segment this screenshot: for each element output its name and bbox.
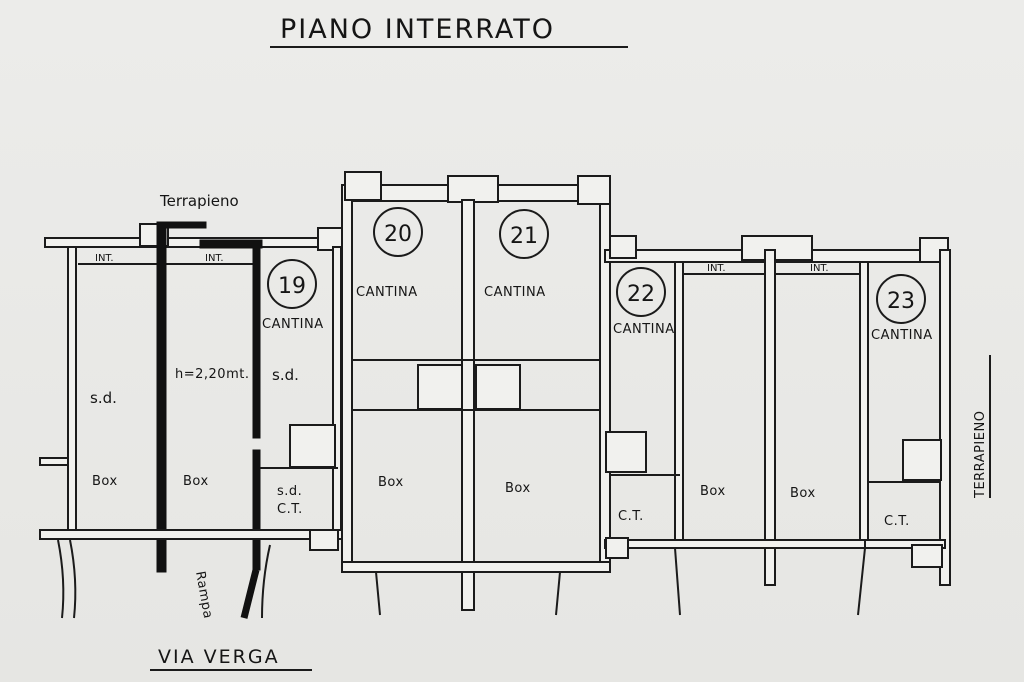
unit-22-ct: C.T. xyxy=(618,509,644,524)
int-label: INT. xyxy=(95,253,114,264)
right-box-1: Box xyxy=(700,484,726,499)
int-label: INT. xyxy=(205,253,224,264)
left-box-label: Box xyxy=(92,474,118,489)
unit-20-circle xyxy=(373,207,423,257)
walls xyxy=(39,171,951,619)
unit-23-cellar: CANTINA xyxy=(871,328,933,343)
unit-20-box: Box xyxy=(378,475,404,490)
unit-23-circle xyxy=(876,274,926,324)
unit-21-number: 21 xyxy=(510,224,538,249)
unit-21-box: Box xyxy=(505,481,531,496)
unit-19-sd2: s.d. xyxy=(277,484,302,499)
unit-19-cellar: CANTINA xyxy=(262,317,324,332)
ramp-box-label: Box xyxy=(183,474,209,489)
unit-19-ct: C.T. xyxy=(277,502,303,517)
unit-22-circle xyxy=(616,267,666,317)
unit-21-circle xyxy=(499,209,549,259)
unit-19-sd: s.d. xyxy=(272,366,299,384)
terrapieno-right-label: TERRAPIENO xyxy=(973,411,988,499)
street-label: VIA VERGA xyxy=(158,646,280,668)
unit-22-number: 22 xyxy=(627,282,655,307)
plan-title: PIANO INTERRATO xyxy=(280,14,555,45)
ramp-label: Rampa xyxy=(192,570,215,620)
height-note: h=2,20mt. xyxy=(175,367,249,382)
unit-20-cellar: CANTINA xyxy=(356,285,418,300)
terrapieno-top-label: Terrapieno xyxy=(159,192,239,210)
right-box-2: Box xyxy=(790,486,816,501)
int-label: INT. xyxy=(810,263,829,274)
unit-21-cellar: CANTINA xyxy=(484,285,546,300)
unit-22-cellar: CANTINA xyxy=(613,322,675,337)
unit-20-number: 20 xyxy=(384,222,412,247)
unit-19-number: 19 xyxy=(278,274,306,299)
unit-23-ct: C.T. xyxy=(884,514,910,529)
unit-23-number: 23 xyxy=(887,289,915,314)
left-box-sd: s.d. xyxy=(90,389,117,407)
unit-19-circle xyxy=(267,259,317,309)
int-label: INT. xyxy=(707,263,726,274)
